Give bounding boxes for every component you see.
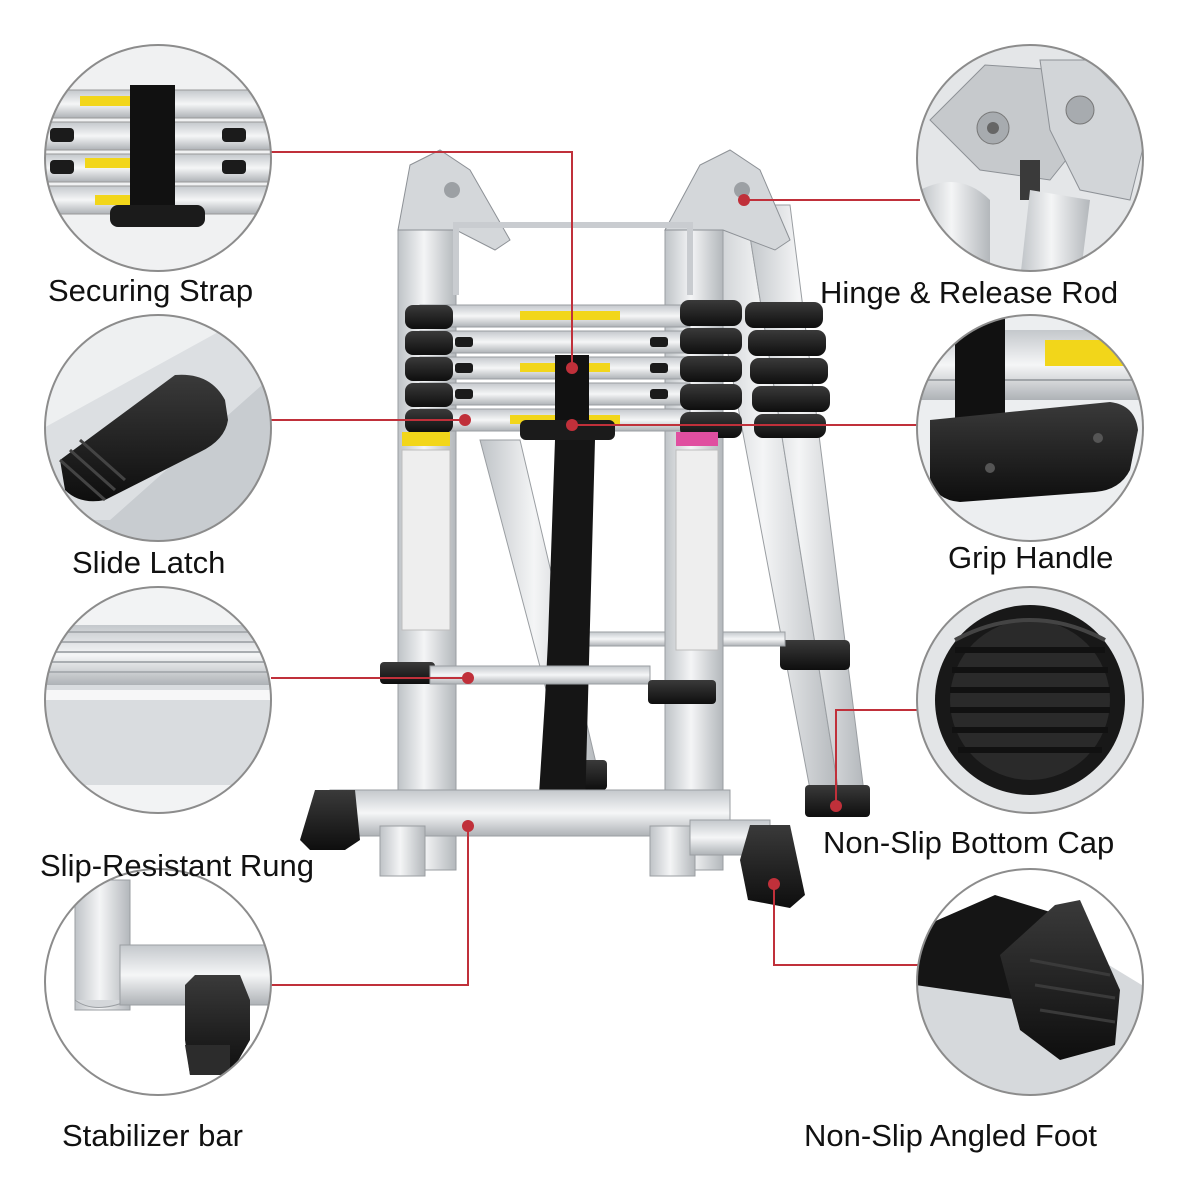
bottom-cap-closeup	[916, 586, 1144, 814]
label-slip-resistant-rung: Slip-Resistant Rung	[40, 848, 314, 883]
label-grip-handle: Grip Handle	[948, 540, 1114, 575]
label-slide-latch: Slide Latch	[72, 545, 226, 580]
hinge-closeup	[916, 44, 1144, 272]
callout-lines	[271, 151, 920, 986]
label-securing-strap: Securing Strap	[48, 273, 254, 308]
label-non-slip-angled-foot: Non-Slip Angled Foot	[804, 1118, 1097, 1153]
stabilizer-bar-closeup	[44, 868, 272, 1096]
securing-strap	[520, 355, 615, 810]
securing-strap-closeup	[44, 44, 272, 272]
label-stabilizer-bar: Stabilizer bar	[62, 1118, 243, 1153]
callout-dots	[459, 194, 842, 890]
slide-latch-closeup	[44, 314, 272, 542]
rung-closeup	[44, 586, 272, 814]
label-non-slip-bottom-cap: Non-Slip Bottom Cap	[823, 825, 1115, 860]
angled-foot-closeup	[916, 868, 1144, 1096]
telescopic-ladder	[300, 149, 870, 908]
label-hinge-release-rod: Hinge & Release Rod	[820, 275, 1119, 310]
grip-handle-closeup	[916, 314, 1144, 542]
